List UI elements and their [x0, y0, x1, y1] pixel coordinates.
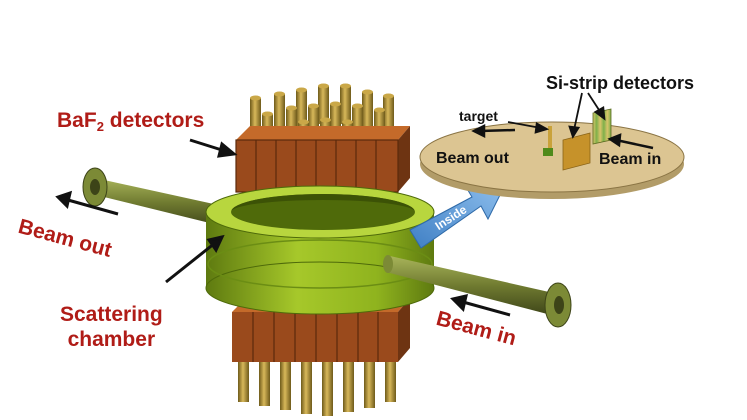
beam-pipe-right [383, 255, 572, 328]
si-strip-label: Si-strip detectors [546, 73, 694, 93]
si-strip-pointer-2-head [593, 105, 606, 121]
beam-in-arrow [462, 300, 511, 317]
inset-beam-out-arrow [479, 128, 516, 133]
chamber-pointer [165, 241, 216, 284]
beam-out-arrow [67, 198, 119, 216]
target-holder [543, 126, 553, 156]
baf2-detectors-label: BaF2 detectors [57, 109, 205, 134]
inset-beam-in-label: Beam in [599, 151, 661, 168]
target-label: target [459, 108, 498, 124]
beam-out-arrowhead [55, 190, 73, 209]
inset-beam-in-arrowhead [607, 133, 622, 148]
si-strip-pointer-1-head [568, 125, 581, 139]
scattering-chamber [205, 185, 435, 315]
beam-pipe-left [82, 167, 232, 228]
target-pointer-head [534, 122, 550, 134]
inset-beam-out-label: Beam out [436, 150, 510, 167]
beam-in-arrowhead [450, 293, 469, 312]
si-strip-pointer-1 [573, 92, 583, 131]
lower-baf2-detector-array [232, 298, 410, 416]
chamber-pointer-head [206, 234, 225, 253]
scattering-chamber-label: Scattering chamber [60, 303, 163, 351]
upper-detector-blocks [235, 126, 410, 193]
si-strip-detector-front [562, 132, 591, 171]
lower-detector-rods [238, 362, 396, 416]
baf2-pointer-head [217, 141, 238, 158]
inset-beam-out-arrowhead [471, 123, 486, 139]
upper-baf2-detector-array [235, 83, 410, 193]
inside-view-inset: Si-strip detectors target Beam out Beam … [419, 73, 694, 199]
inset-beam-in-arrow [615, 138, 654, 150]
